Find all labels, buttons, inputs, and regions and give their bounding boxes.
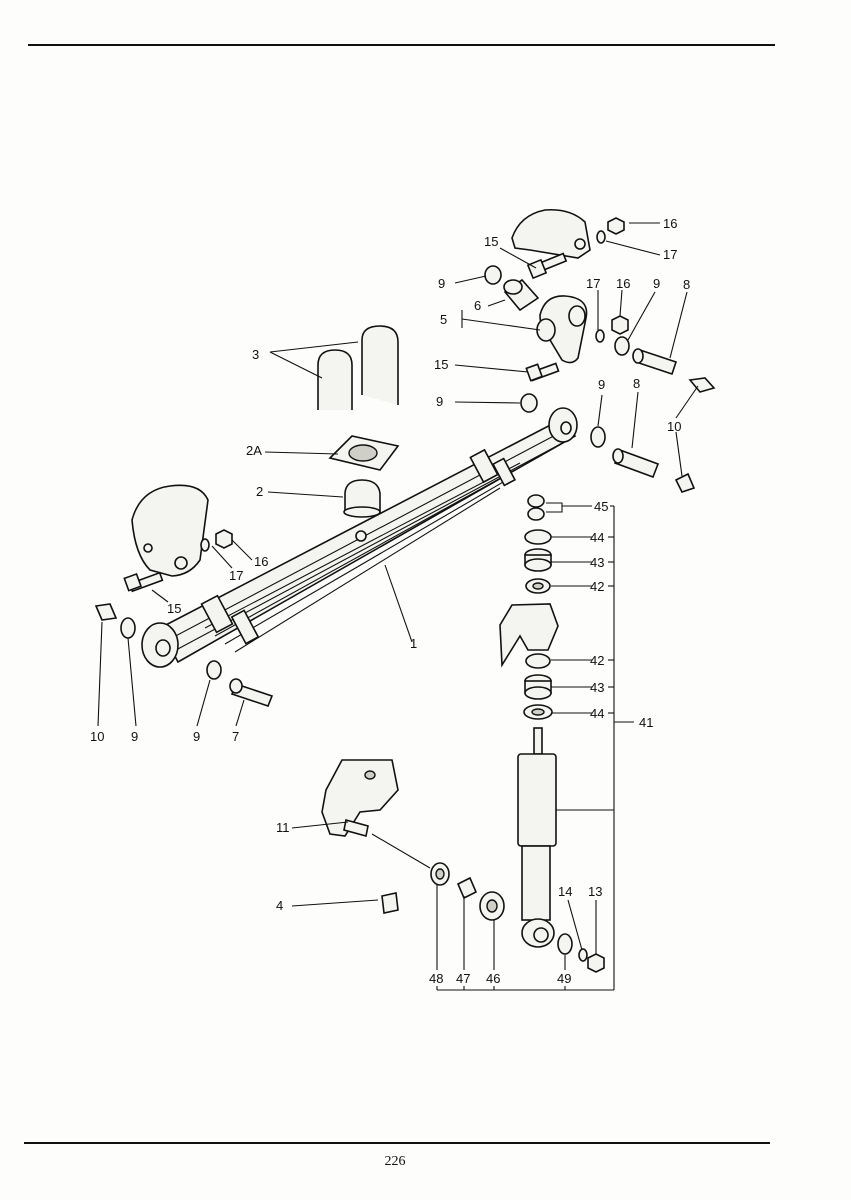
washer-9-b (614, 336, 630, 356)
callout-15: 15 (167, 601, 181, 616)
bolt-front (123, 571, 164, 593)
lower-shock-bracket (321, 759, 399, 837)
bump-stopper (343, 479, 381, 518)
callout-17: 17 (586, 276, 600, 291)
washer-9-f (206, 660, 222, 680)
callout-11: 11 (276, 820, 290, 835)
spring-washer-shackle (595, 329, 605, 343)
shock-absorber (517, 727, 557, 948)
callout-42: 42 (590, 579, 604, 594)
callout-9: 9 (436, 394, 443, 409)
callout-9: 9 (193, 729, 200, 744)
callout-8: 8 (633, 376, 640, 391)
nut-front (215, 529, 233, 549)
spring-shackle (536, 295, 588, 364)
washer-9-c (520, 393, 538, 413)
callout-16: 16 (663, 216, 677, 231)
shackle-pin-upper (632, 348, 678, 376)
callout-1: 1 (410, 636, 417, 651)
callout-13: 13 (588, 884, 602, 899)
callout-17: 17 (663, 247, 677, 262)
callout-15: 15 (484, 234, 498, 249)
callout-16: 16 (616, 276, 630, 291)
callout-3: 3 (252, 347, 259, 362)
washer-9-e (120, 617, 136, 639)
callout-7: 7 (232, 729, 239, 744)
callout-48: 48 (429, 971, 443, 986)
callout-43: 43 (590, 680, 604, 695)
callout-8: 8 (683, 277, 690, 292)
shock-rubber-43-upper (524, 548, 552, 572)
callout-10: 10 (90, 729, 104, 744)
collar-4 (381, 892, 399, 914)
spring-pad (328, 435, 400, 471)
grease-fitting-left (94, 603, 118, 621)
callout-15: 15 (434, 357, 448, 372)
callout-44: 44 (590, 706, 604, 721)
grease-fitting-right-upper (688, 377, 716, 393)
grease-fitting-right-lower (674, 472, 696, 493)
shock-lower-bushing-49 (557, 933, 573, 955)
washer-9-a (484, 265, 502, 285)
callout-44: 44 (590, 530, 604, 545)
bolt-middle (525, 362, 560, 382)
shackle-bushing (503, 278, 540, 312)
rear-frame-bracket (511, 208, 591, 259)
front-spring-bracket (131, 484, 209, 577)
shock-collar-47 (456, 876, 478, 900)
u-bolts (317, 325, 399, 410)
callout-9: 9 (653, 276, 660, 291)
shock-bushing-46 (479, 891, 505, 921)
callout-46: 46 (486, 971, 500, 986)
shock-lower-washer-48 (430, 862, 450, 886)
callout-5: 5 (440, 312, 447, 327)
callout-41: 41 (639, 715, 653, 730)
callout-49: 49 (557, 971, 571, 986)
bolt-upper (526, 252, 568, 280)
callout-9: 9 (598, 377, 605, 392)
leader-lines (97, 222, 699, 991)
nut-top (607, 217, 625, 235)
spring-pin-front (229, 678, 274, 707)
spring-washer-top (596, 230, 606, 244)
shock-washer-44-lower (523, 704, 553, 720)
callout-6: 6 (474, 298, 481, 313)
callout-43: 43 (590, 555, 604, 570)
shock-nut-pair (527, 494, 545, 521)
spring-washer-front (200, 538, 210, 552)
shock-rubber-43-lower (524, 674, 552, 700)
shock-nut-13 (587, 953, 605, 973)
callout-labels: 16 17 15 9 6 5 17 16 9 8 15 9 9 8 10 3 2… (90, 216, 690, 986)
shock-washer-14 (578, 948, 588, 962)
callout-9: 9 (438, 276, 445, 291)
nut-shackle (611, 315, 629, 335)
shock-washer-42-upper (525, 578, 551, 594)
callout-9: 9 (131, 729, 138, 744)
callout-4: 4 (276, 898, 283, 913)
callout-10: 10 (667, 419, 681, 434)
callout-2a: 2A (246, 443, 262, 458)
callout-45: 45 (594, 499, 608, 514)
leaf-spring (141, 407, 578, 668)
shock-washer-42-lower (525, 653, 551, 669)
page-number: 226 (384, 1154, 406, 1169)
callout-2: 2 (256, 484, 263, 499)
callout-47: 47 (456, 971, 470, 986)
callout-14: 14 (558, 884, 572, 899)
shock-mount-bracket (499, 603, 559, 668)
callout-42: 42 (590, 653, 604, 668)
shackle-pin-lower (612, 448, 660, 479)
washer-9-d (590, 426, 606, 448)
shock-washer-44-upper (524, 529, 552, 545)
callout-16: 16 (254, 554, 268, 569)
callout-17: 17 (229, 568, 243, 583)
